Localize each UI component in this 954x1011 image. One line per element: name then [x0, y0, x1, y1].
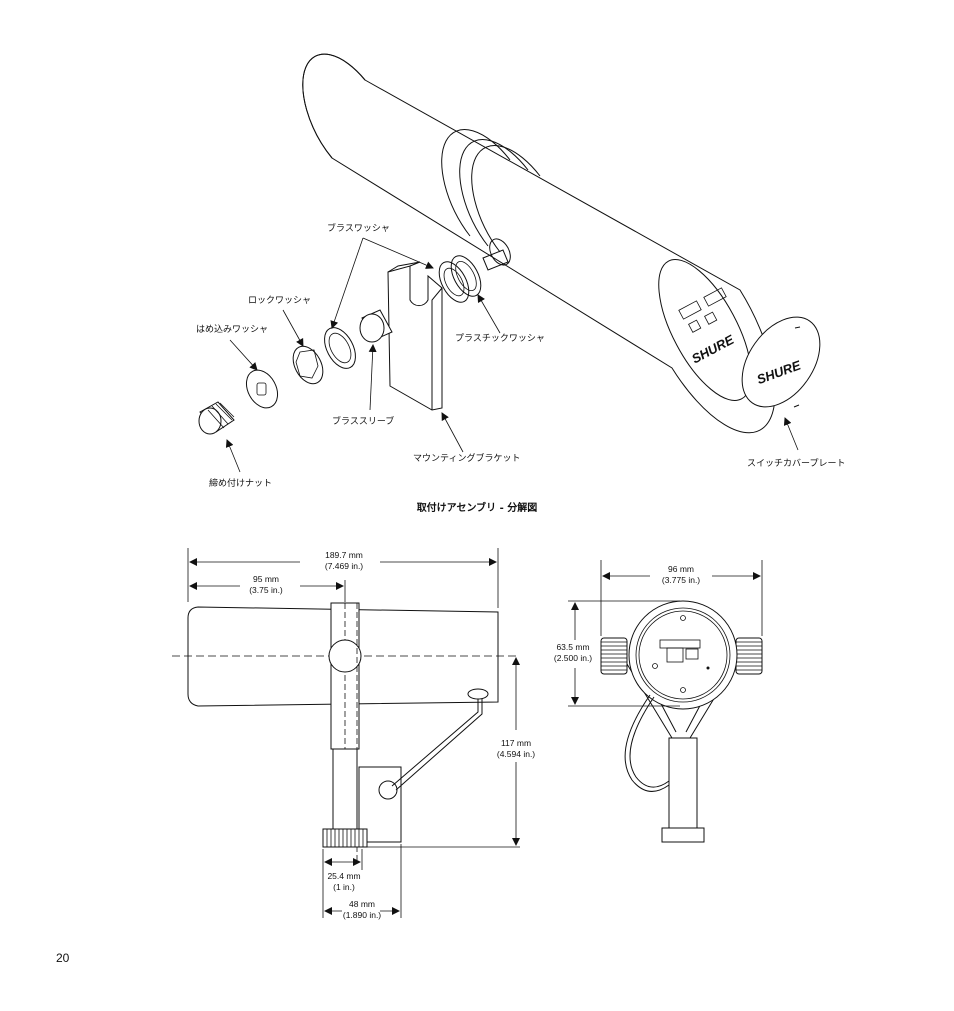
label-lock-washer: ロックワッシャ: [248, 295, 311, 306]
dim-front-width-in: (3.775 in.): [662, 575, 700, 585]
brass-sleeve: [359, 309, 393, 343]
dim-mount-offset-in: (3.75 in.): [249, 585, 283, 595]
brass-washer-1: [438, 261, 470, 303]
brass-washer-2: [324, 327, 356, 369]
exploded-view-caption: 取付けアセンブリ - 分解図: [417, 501, 538, 514]
dim-front-height-mm: 63.5 mm: [556, 642, 589, 652]
dim-front-width-mm: 96 mm: [668, 564, 694, 574]
label-brass-washer: ブラスワッシャ: [327, 222, 390, 234]
label-insert-washer: はめ込みワッシャ: [196, 324, 268, 335]
label-switch-cover-plate: スイッチカバープレート: [747, 458, 845, 469]
dim-front-height-in: (2.500 in.): [554, 653, 592, 663]
tightening-nut: [198, 401, 235, 435]
lock-washer: [292, 345, 324, 385]
plastic-washer: [450, 255, 482, 297]
insert-washer: [245, 369, 279, 409]
dim-height-in: (4.594 in.): [497, 749, 535, 759]
dim-nut-width-mm: 25.4 mm: [327, 871, 360, 881]
mounting-bracket: [387, 261, 443, 411]
dim-overall-length-mm: 189.7 mm: [325, 550, 363, 560]
side-view-drawing: 189.7 mm (7.469 in.) 95 mm (3.75 in.) 11…: [172, 548, 535, 920]
label-mounting-bracket: マウンティングブラケット: [413, 452, 520, 464]
label-plastic-washer: プラスチックワッシャ: [455, 333, 545, 344]
exploded-assembly-drawing: SHURE: [196, 53, 845, 514]
page-number: 20: [56, 951, 70, 965]
dim-overall-length-in: (7.469 in.): [325, 561, 363, 571]
microphone-body: SHURE: [302, 53, 776, 434]
dim-base-width-mm: 48 mm: [349, 899, 375, 909]
dim-base-width-in: (1.890 in.): [343, 910, 381, 920]
dim-mount-offset-mm: 95 mm: [253, 574, 279, 584]
label-brass-sleeve: ブラススリーブ: [332, 415, 394, 427]
front-view-drawing: 96 mm (3.775 in.) 63.5 mm (2.500 in.): [554, 560, 763, 843]
dim-height-mm: 117 mm: [501, 738, 531, 748]
callout-arrows: [225, 237, 799, 473]
label-tightening-nut: 締め付けナット: [209, 477, 272, 489]
dim-nut-width-in: (1 in.): [333, 882, 355, 892]
switch-cover-plate: SHURE: [741, 316, 821, 408]
